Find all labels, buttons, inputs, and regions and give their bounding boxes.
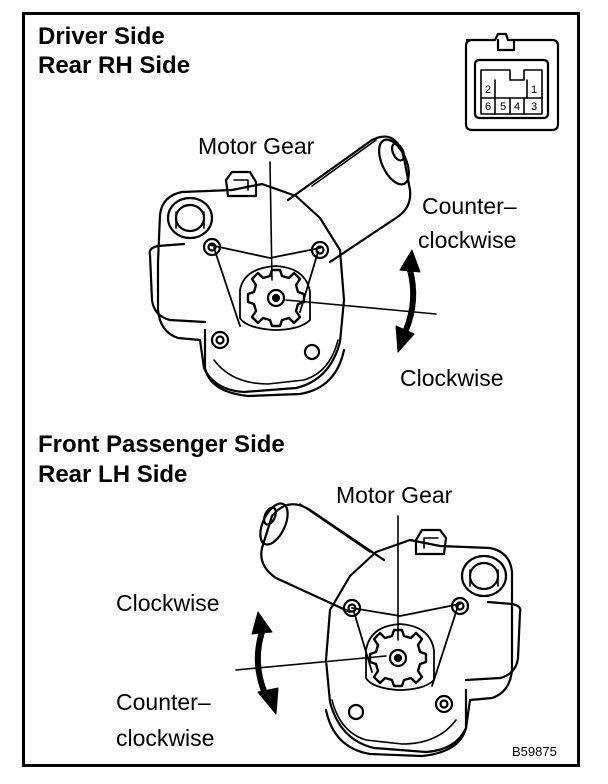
top-motor-assembly — [148, 135, 437, 398]
connector-pin-4: 4 — [513, 101, 521, 113]
bottom-section-title-line2: Rear LH Side — [38, 461, 188, 488]
connector-pin-1: 1 — [530, 84, 538, 96]
connector-icon — [464, 32, 560, 132]
bottom-motor-assembly — [235, 502, 522, 758]
top-motor-gear-label: Motor Gear — [198, 133, 315, 159]
bottom-counterclockwise-label-line1: Counter– — [116, 689, 211, 715]
figure-code: B59875 — [512, 744, 557, 759]
bottom-clockwise-label: Clockwise — [116, 590, 220, 616]
top-counterclockwise-label-line1: Counter– — [422, 193, 517, 219]
connector-pin-6: 6 — [484, 101, 492, 113]
bottom-motor-gear-label: Motor Gear — [336, 482, 453, 508]
connector-pin-2: 2 — [484, 84, 492, 96]
connector-pin-3: 3 — [530, 101, 538, 113]
top-motor-gear-icon — [246, 268, 306, 328]
top-clockwise-label: Clockwise — [400, 365, 504, 391]
bottom-motor-gear-icon — [368, 628, 428, 688]
connector-pin-5: 5 — [499, 101, 507, 113]
diagram-frame — [22, 12, 580, 767]
bottom-section-title-line1: Front Passenger Side — [38, 431, 285, 458]
top-section-title-line1: Driver Side — [38, 23, 165, 50]
bottom-counterclockwise-label-line2: clockwise — [116, 725, 215, 751]
top-section-title-line2: Rear RH Side — [38, 52, 191, 79]
top-counterclockwise-label-line2: clockwise — [418, 227, 517, 253]
